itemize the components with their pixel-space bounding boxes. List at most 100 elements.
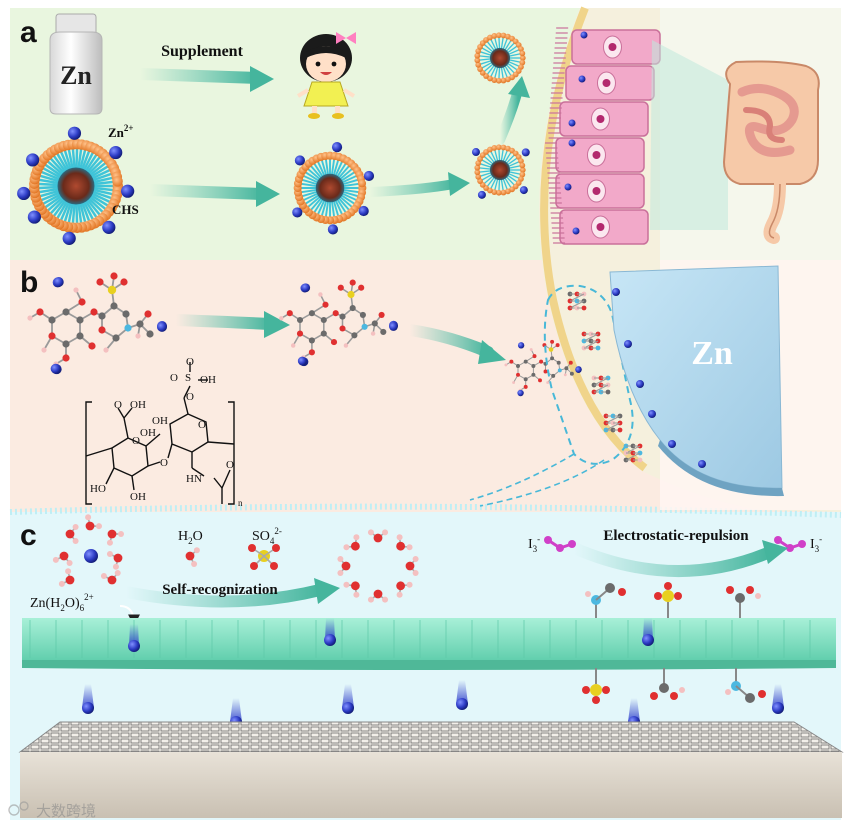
zn-ion: [698, 460, 706, 468]
carbon-atom: [659, 683, 669, 693]
atom-h: [41, 347, 47, 353]
atom-c: [308, 337, 315, 344]
zn-ion: [342, 702, 354, 714]
oxygen-atom: [758, 690, 766, 698]
zn-ion-label: Zn2+: [108, 123, 134, 140]
hydrogen-atom: [382, 596, 389, 603]
atom-c: [296, 316, 304, 324]
supplement-arrow-head: [250, 66, 274, 92]
zn-ion: [324, 634, 336, 646]
svg-text:S: S: [185, 372, 191, 384]
iodine-atom: [544, 536, 552, 544]
zn-ion: [668, 440, 676, 448]
intestinal-wall-edge: [540, 6, 648, 472]
oxygen-atom: [250, 562, 258, 570]
hydrogen-atom: [95, 523, 102, 530]
hydrogen-atom: [396, 534, 403, 541]
hydrogen-atom: [52, 556, 59, 563]
atom-c: [564, 366, 569, 371]
zn-ion: [471, 148, 480, 157]
hydrogen-atom: [343, 544, 350, 551]
atom-h: [512, 381, 516, 384]
atom-h: [135, 333, 141, 339]
svg-text:HO: HO: [90, 483, 106, 495]
chs-chemical-structure: [85, 362, 235, 505]
carbon-atom: [605, 583, 615, 593]
atom-h: [563, 373, 567, 377]
i3-left-label: I3-: [528, 534, 540, 554]
magnification-fan: [650, 40, 728, 230]
atom-o: [62, 354, 70, 362]
so4-label: SO42-: [252, 526, 282, 546]
atom-c: [380, 328, 387, 335]
atom-o: [48, 332, 56, 340]
atom-s: [548, 347, 554, 352]
zn-ion: [568, 139, 576, 147]
chs-nanoparticle-medium: [292, 142, 375, 235]
hydrogen-atom: [193, 547, 200, 554]
oxygen-atom: [107, 529, 117, 539]
hydrogen-atom: [106, 551, 113, 558]
hydrogen-atom: [353, 534, 360, 541]
oxygen-atom: [65, 529, 75, 539]
hydrogen-atom: [412, 570, 419, 577]
atom-o: [308, 349, 315, 356]
zn-ion: [67, 126, 82, 140]
atom-c: [136, 320, 144, 328]
zoom-guide: [469, 453, 575, 501]
atom-o: [550, 339, 555, 344]
atom-o: [78, 298, 86, 306]
h2o-label: H2O: [178, 529, 203, 546]
iodine-atom: [774, 536, 782, 544]
atom-c: [551, 373, 556, 378]
atom-o: [88, 342, 96, 350]
zn-ion: [517, 389, 524, 397]
atom-o: [532, 354, 537, 359]
chs-membrane-layer: [22, 618, 836, 670]
panel-b-letter: b: [20, 266, 38, 299]
transport-arrow-3-head: [508, 76, 530, 98]
hydrogen-atom: [412, 555, 419, 562]
hydrogen-atom: [65, 568, 72, 575]
atom-o: [337, 284, 344, 291]
oxygen-atom: [664, 582, 672, 590]
svg-text:n: n: [238, 498, 243, 508]
atom-o: [568, 360, 573, 365]
zn-ion: [297, 356, 307, 366]
self-recognization-arrow-head: [314, 578, 340, 604]
zn-ion: [53, 277, 64, 288]
chs-molecule-model-2: [279, 279, 398, 367]
watermark-text: 大数跨境: [36, 802, 96, 820]
particle-core: [57, 167, 95, 205]
zn-ion: [121, 184, 135, 198]
repulsion-arrow: [568, 542, 776, 578]
zn-ion: [102, 220, 116, 234]
atom-h: [318, 292, 323, 297]
oxygen-atom: [618, 588, 626, 596]
hydrogen-atom: [755, 593, 761, 599]
zn-ion: [636, 380, 644, 388]
oxygen-atom: [670, 692, 678, 700]
zn-ion: [456, 698, 468, 710]
iodine-atom: [798, 540, 806, 548]
particle-core: [315, 173, 345, 203]
atom-c: [76, 332, 84, 340]
zn-ion: [109, 145, 123, 160]
atom-c: [308, 310, 315, 317]
atom-n: [361, 323, 368, 330]
self-recognized-water-ring: [337, 529, 419, 603]
hydrated-zn-cluster: [52, 514, 124, 587]
sulfate-icon: [248, 544, 280, 570]
oxygen-atom: [654, 592, 662, 600]
zn-ion: [17, 186, 31, 201]
zn-ion: [156, 321, 167, 332]
atom-o: [339, 325, 346, 332]
zn-ion: [389, 322, 398, 331]
atom-o: [349, 279, 356, 286]
oxygen-atom: [185, 551, 195, 561]
atom-n: [557, 368, 562, 373]
transport-arrow-2-head: [448, 172, 470, 196]
chs-nanoparticle-large: [17, 126, 135, 245]
hydrogen-atom: [106, 539, 113, 546]
atom-h: [27, 315, 33, 321]
